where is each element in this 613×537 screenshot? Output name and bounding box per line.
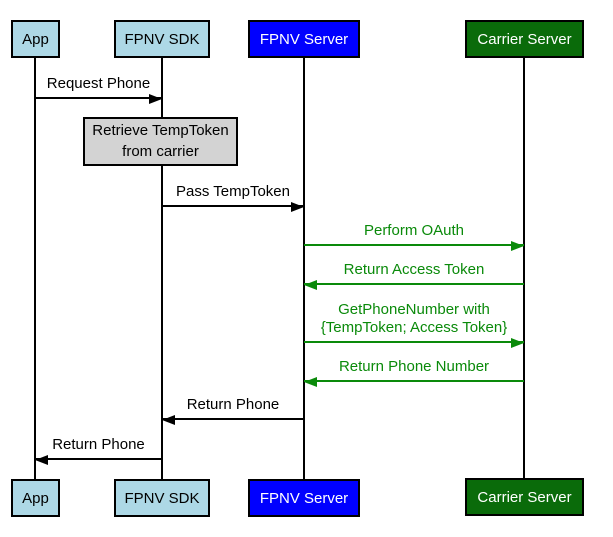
message-return-access-token-label: Return Access Token [343, 261, 485, 278]
actor-fpnv-sdk-bottom: FPNV SDK [114, 479, 210, 517]
message-request-phone: Request Phone [35, 75, 162, 104]
actor-carrier-server-label: Carrier Server [477, 488, 572, 506]
message-request-phone-label: Request Phone [46, 75, 151, 92]
lifeline-fpnv-sdk [161, 58, 163, 479]
lifeline-app [34, 58, 36, 479]
actor-fpnv-sdk-label: FPNV SDK [124, 489, 200, 507]
arrow-right [304, 241, 524, 251]
message-get-phone-number-label-line2: {TempToken; Access Token} [320, 319, 508, 336]
message-return-phone-to-app-label: Return Phone [52, 436, 145, 453]
message-return-phone-to-app: Return Phone [35, 436, 162, 465]
note-retrieve-temptoken: Retrieve TempToken from carrier [83, 117, 238, 166]
actor-fpnv-server-top: FPNV Server [248, 20, 360, 58]
message-return-phone-number: Return Phone Number [304, 358, 524, 387]
actor-fpnv-server-bottom: FPNV Server [248, 479, 360, 517]
note-line1: Retrieve TempToken [92, 122, 229, 140]
message-return-phone-number-label: Return Phone Number [338, 358, 490, 375]
actor-carrier-server-top: Carrier Server [465, 20, 584, 58]
message-return-access-token: Return Access Token [304, 261, 524, 290]
actor-carrier-server-bottom: Carrier Server [465, 478, 584, 516]
message-pass-temptoken: Pass TempToken [162, 183, 304, 212]
message-get-phone-number: GetPhoneNumber with {TempToken; Access T… [304, 301, 524, 348]
actor-app-top: App [11, 20, 60, 58]
arrow-right [35, 94, 162, 104]
arrow-left [304, 377, 524, 387]
lifeline-fpnv-server [303, 58, 305, 479]
message-pass-temptoken-label: Pass TempToken [176, 183, 290, 200]
actor-fpnv-sdk-top: FPNV SDK [114, 20, 210, 58]
arrow-left [162, 415, 304, 425]
note-line2: from carrier [122, 142, 199, 160]
message-perform-oauth: Perform OAuth [304, 222, 524, 251]
arrow-left [35, 455, 162, 465]
message-perform-oauth-label: Perform OAuth [363, 222, 465, 239]
lifeline-carrier-server [523, 58, 525, 479]
message-return-phone-to-sdk-label: Return Phone [186, 396, 280, 413]
actor-app-label: App [22, 489, 49, 507]
actor-app-label: App [22, 30, 49, 48]
message-return-phone-to-sdk: Return Phone [162, 396, 304, 425]
actor-fpnv-server-label: FPNV Server [259, 30, 349, 48]
arrow-left [304, 280, 524, 290]
actor-fpnv-server-label: FPNV Server [259, 489, 349, 507]
arrow-right [162, 202, 304, 212]
arrow-right [304, 338, 524, 348]
actor-carrier-server-label: Carrier Server [477, 30, 572, 48]
message-get-phone-number-label-line1: GetPhoneNumber with [338, 301, 490, 318]
actor-fpnv-sdk-label: FPNV SDK [124, 30, 200, 48]
actor-app-bottom: App [11, 479, 60, 517]
